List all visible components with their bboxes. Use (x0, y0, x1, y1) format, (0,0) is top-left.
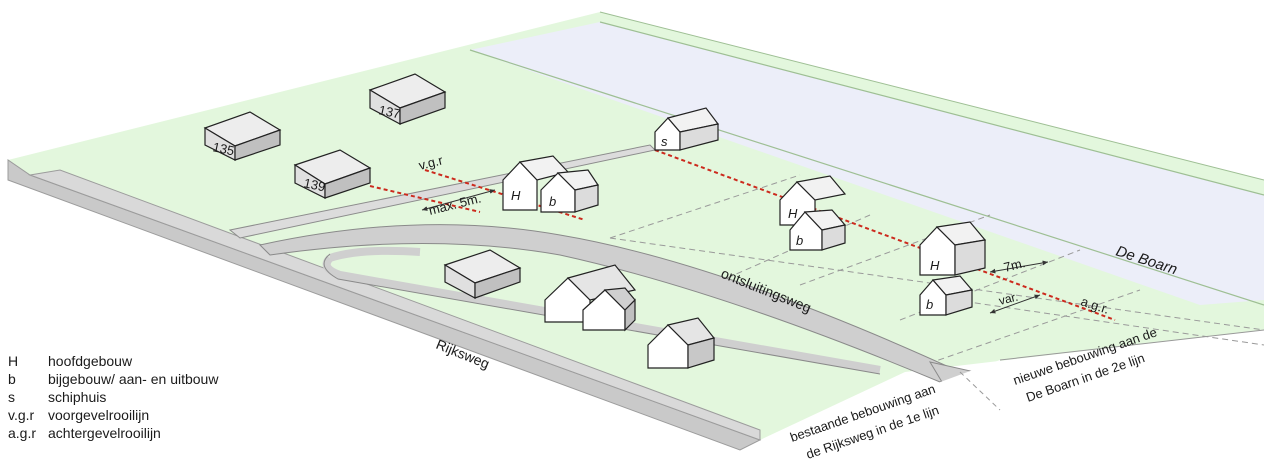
rijksweg-road-top (28, 169, 761, 441)
legend-row: s schiphuis (8, 388, 218, 406)
water-de-boarn (470, 22, 1264, 305)
line-agr (654, 149, 1116, 321)
legend-code: a.g.r (8, 425, 37, 441)
house-137 (368, 73, 447, 125)
legend-desc: schiphuis (48, 389, 107, 405)
legend-row: a.g.r achtergevelrooilijn (8, 424, 218, 442)
building-b2-letter: b (796, 233, 803, 248)
var-dimension (989, 294, 1041, 314)
building-h1 (502, 155, 599, 213)
legend-desc: voorgevelrooilijn (48, 407, 150, 423)
legend-row: H hoofdgebouw (8, 352, 218, 370)
house-loop-3 (647, 317, 716, 369)
building-h2-letter: H (788, 206, 798, 221)
legend-desc: achtergevelrooilijn (48, 425, 161, 441)
label-7m: 7m. (1002, 255, 1027, 275)
house-137-label: 137 (377, 102, 401, 121)
tag-divider (999, 329, 1264, 361)
label-vgr: v.g.r (417, 152, 445, 173)
house-loop-1 (443, 249, 522, 299)
river-bank-line (469, 49, 1264, 306)
building-s (654, 107, 720, 151)
building-b1-letter: b (549, 194, 556, 209)
house-loop-2 (544, 264, 637, 332)
legend-desc: bijgebouw/ aan- en uitbouw (48, 371, 219, 387)
tag-bestaande-bg (760, 360, 1000, 469)
legend-code: v.g.r (8, 407, 35, 423)
tag-divider (959, 371, 1001, 411)
7m-dimension (989, 260, 1049, 274)
legend-code: H (8, 353, 19, 369)
building-h2 (779, 175, 847, 251)
legend-row: v.g.r voorgevelrooilijn (8, 406, 218, 424)
building-h3 (919, 221, 987, 316)
legend-desc: hoofdgebouw (48, 353, 133, 369)
house-139 (293, 149, 372, 199)
legend: H hoofdgebouw b bijgebouw/ aan- en uitbo… (8, 352, 218, 442)
label-var: var. (997, 290, 1019, 308)
inner-loop-road-edge (323, 253, 881, 375)
rijksweg-road (7, 159, 762, 451)
ontsluitingsweg-road (258, 224, 962, 383)
legend-row: b bijgebouw/ aan- en uitbouw (8, 370, 218, 388)
max5m-dimension (421, 189, 496, 211)
legend-code: b (8, 371, 16, 387)
house-135-label: 135 (211, 139, 235, 158)
legend-code: s (8, 389, 15, 405)
building-s-letter: s (661, 134, 668, 149)
house-139-label: 139 (302, 175, 326, 194)
inner-loop-road (322, 246, 881, 374)
building-h3-letter: H (930, 258, 940, 273)
river-bank-line (599, 21, 1264, 196)
building-b3-letter: b (926, 297, 933, 312)
building-h1-letter: H (511, 188, 521, 203)
house-135 (203, 111, 282, 161)
ground-edge-line (599, 11, 1264, 181)
